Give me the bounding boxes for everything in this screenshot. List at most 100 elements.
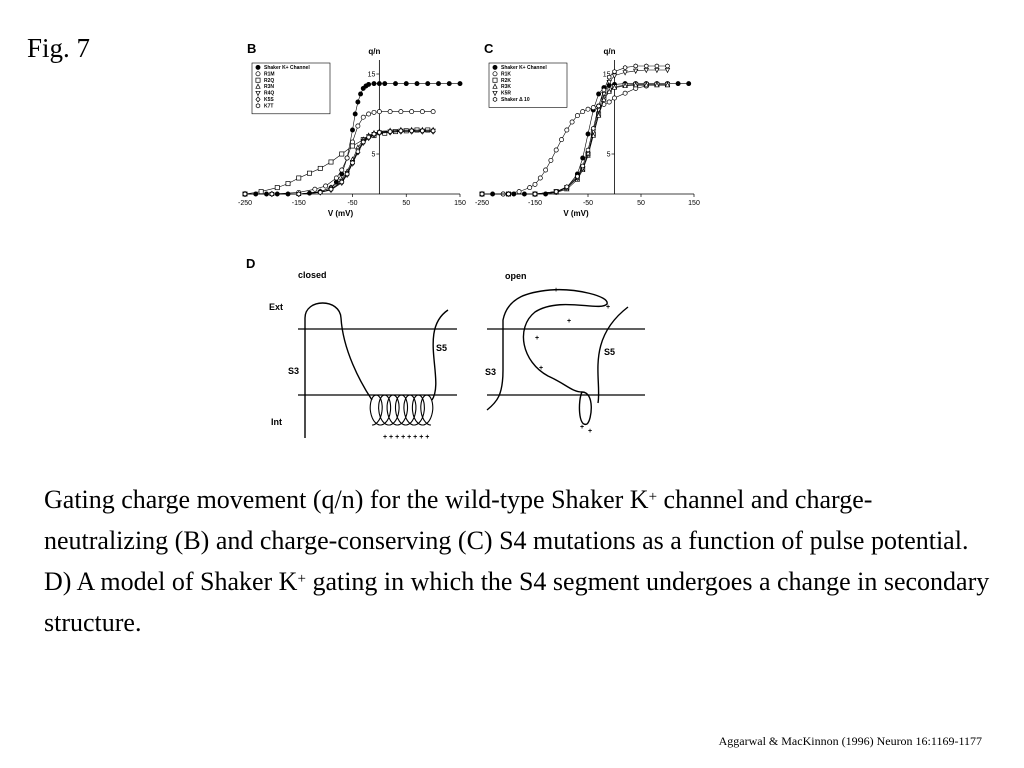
legend-label: R2K — [501, 78, 511, 84]
data-point — [376, 109, 382, 115]
data-point — [430, 109, 436, 115]
s3-label-open: S3 — [485, 367, 496, 377]
legend-label: R3K — [501, 84, 511, 90]
int-label: Int — [271, 417, 282, 427]
s5-label-closed: S5 — [436, 343, 447, 353]
data-point — [344, 155, 350, 161]
open-charge-7: + — [588, 428, 592, 435]
data-point — [317, 165, 323, 171]
data-point — [559, 137, 564, 143]
data-point — [296, 175, 302, 181]
legend-box — [488, 62, 568, 108]
legend-marker — [492, 71, 498, 77]
closed-s5-segment — [431, 309, 449, 401]
data-point — [665, 63, 670, 69]
x-tick-label: -50 — [583, 200, 593, 207]
data-point — [352, 111, 358, 117]
panel-c-label: C — [484, 41, 494, 56]
data-point — [371, 109, 377, 115]
data-point — [274, 185, 280, 191]
data-point — [569, 119, 575, 125]
data-point — [532, 191, 538, 197]
legend-label: K5R — [501, 91, 511, 97]
legend-label: R1K — [501, 71, 511, 77]
data-point — [612, 95, 617, 101]
closed-state-label: closed — [298, 270, 327, 280]
data-point — [285, 181, 291, 187]
model-diagram-panel-d: D closed open Ext S3 Int S5 S3 S5 + + + … — [246, 256, 645, 441]
data-point — [361, 139, 366, 145]
data-point — [611, 84, 618, 90]
data-point — [633, 68, 639, 75]
open-charge-2: + — [606, 304, 610, 311]
y-axis-label: q/n — [604, 47, 616, 56]
y-tick-label: 5 — [607, 152, 611, 159]
open-charge-5: + — [539, 365, 543, 372]
data-point — [350, 139, 355, 145]
data-point — [633, 81, 639, 88]
data-point — [339, 167, 345, 173]
data-point — [601, 87, 607, 93]
data-point — [328, 159, 334, 165]
data-point — [371, 81, 377, 87]
ext-label: Ext — [269, 302, 283, 312]
data-point — [654, 63, 660, 69]
data-point — [328, 186, 334, 192]
data-point — [414, 81, 420, 87]
data-point — [643, 81, 649, 88]
data-point — [366, 81, 372, 87]
legend-marker — [492, 96, 498, 102]
legend-marker — [492, 83, 498, 89]
data-point — [382, 81, 388, 87]
s3-label-closed: S3 — [288, 366, 299, 376]
legend-marker — [492, 77, 498, 83]
closed-s4-charges: + + + + + + + + — [383, 434, 429, 441]
x-tick-label: -250 — [238, 200, 252, 207]
closed-s4-helix — [369, 394, 434, 426]
data-point — [553, 147, 559, 153]
data-point — [527, 185, 533, 191]
panel-b-label: B — [247, 41, 256, 56]
data-point — [425, 81, 431, 87]
data-point — [393, 81, 398, 87]
caption-superscript-2: + — [297, 571, 306, 587]
data-point — [366, 111, 372, 117]
legend-label: Shaker Δ 10 — [501, 97, 530, 103]
data-point — [644, 63, 649, 69]
y-tick-label: 15 — [368, 72, 376, 79]
figure-caption: Gating charge movement (q/n) for the wil… — [44, 479, 994, 643]
figure-number: Fig. 7 — [27, 33, 91, 63]
data-point — [564, 184, 569, 190]
open-s5-segment — [597, 306, 629, 404]
data-point — [622, 90, 628, 96]
data-point — [446, 81, 452, 87]
data-point — [596, 91, 602, 97]
series-line-3 — [482, 84, 668, 195]
legend-label: Shaker K+ Channel — [501, 65, 547, 71]
caption-text-1: Gating charge movement (q/n) for the wil… — [44, 485, 649, 514]
data-point — [323, 183, 329, 189]
legend-label: R4Q — [264, 91, 274, 97]
series-line-5 — [245, 131, 434, 195]
open-charge-1: + — [554, 287, 558, 294]
legend-box — [251, 62, 331, 115]
x-tick-label: 150 — [454, 200, 466, 207]
x-axis-label: V (mV) — [563, 209, 589, 218]
data-point — [590, 105, 596, 111]
data-point — [554, 189, 559, 195]
data-point — [312, 186, 318, 192]
data-point — [591, 125, 596, 131]
data-point — [398, 128, 404, 134]
data-point — [318, 189, 323, 195]
data-point — [564, 127, 570, 133]
open-s3-s4-chain — [486, 288, 608, 425]
data-point — [376, 81, 382, 87]
data-point — [333, 175, 339, 181]
closed-s3-s4-chain — [304, 302, 373, 438]
legend-marker — [255, 96, 261, 103]
y-axis-label: q/n — [368, 47, 380, 56]
x-tick-label: -150 — [528, 200, 542, 207]
data-point — [606, 88, 612, 94]
